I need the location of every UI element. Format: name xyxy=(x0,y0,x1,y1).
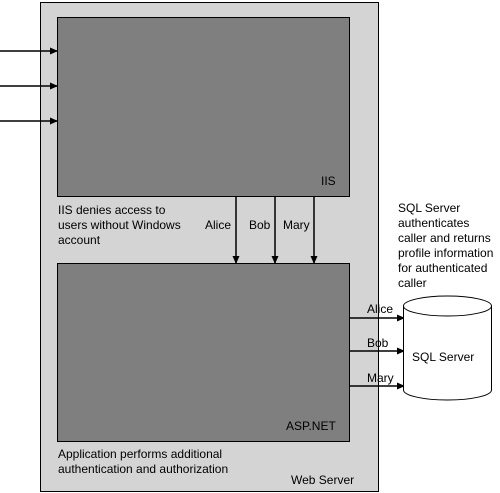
sql-server-label: SQL Server xyxy=(412,350,474,364)
sql-note-line-6: caller xyxy=(398,276,427,290)
sql-user-label-mary: Mary xyxy=(367,371,394,385)
sql-note-line-5: for authenticated xyxy=(398,261,487,275)
sql-note-line-2: authenticates xyxy=(398,216,469,230)
iis-note-line-3: account xyxy=(58,233,101,247)
iis-note-line-2: users without Windows xyxy=(58,218,181,232)
web-server-label: Web Server xyxy=(291,473,354,487)
user-label-mary: Mary xyxy=(283,218,310,232)
sql-note-line-1: SQL Server xyxy=(398,201,460,215)
aspnet-box xyxy=(57,263,350,442)
sql-server-cylinder xyxy=(403,295,492,401)
iis-note-line-1: IIS denies access to xyxy=(58,203,166,217)
aspnet-note-line-2: authentication and authorization xyxy=(58,462,228,476)
aspnet-label: ASP.NET xyxy=(286,419,336,433)
sql-note-line-3: caller and returns xyxy=(398,231,491,245)
iis-label: IIS xyxy=(321,174,336,188)
aspnet-note-line-1: Application performs additional xyxy=(58,447,222,461)
sql-note-line-4: profile information xyxy=(398,246,493,260)
sql-user-label-bob: Bob xyxy=(367,336,389,350)
user-label-alice: Alice xyxy=(205,218,231,232)
iis-box xyxy=(57,17,350,197)
sql-user-label-alice: Alice xyxy=(367,302,393,316)
user-label-bob: Bob xyxy=(249,218,271,232)
